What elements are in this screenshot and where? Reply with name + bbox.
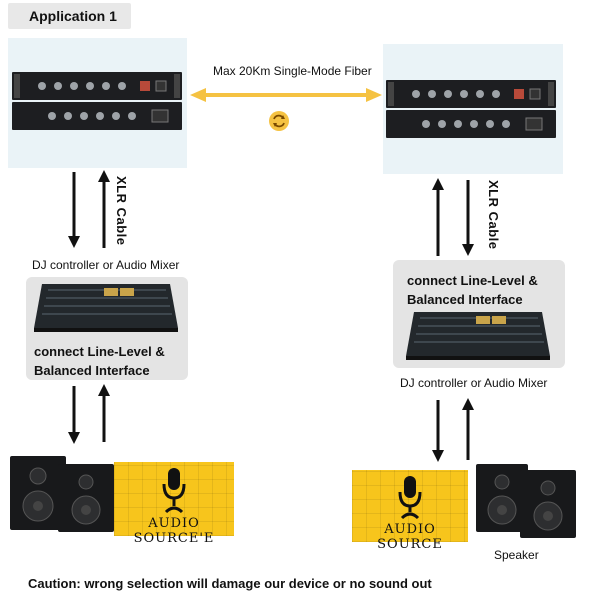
left-xlr-cable-label: XLR Cable: [114, 176, 129, 246]
left-speaker-arrows: [68, 384, 110, 444]
right-audio-source-card: AUDIO SOURCE: [352, 470, 468, 552]
microphone-icon: [398, 476, 422, 520]
right-xlr-arrows: [432, 178, 474, 256]
left-audio-source-label: AUDIO SOURCE'E: [133, 516, 215, 546]
left-audio-source-card: AUDIO SOURCE'E: [114, 462, 234, 546]
speaker-label: Speaker: [494, 548, 539, 562]
right-audio-mixer-image: [406, 312, 550, 360]
right-interface-text: connect Line-Level & Balanced Interface: [407, 271, 538, 309]
left-interface-line2: Balanced Interface: [34, 363, 150, 378]
application-title: Application 1: [8, 3, 131, 29]
caution-text: Caution: wrong selection will damage our…: [28, 576, 432, 591]
right-fiber-converter-units: [386, 80, 556, 138]
fiber-link-label: Max 20Km Single-Mode Fiber: [213, 64, 372, 78]
right-speaker-arrows: [432, 398, 474, 462]
right-mixer-caption: DJ controller or Audio Mixer: [400, 376, 548, 390]
fiber-double-arrow: [190, 88, 382, 102]
left-audio-mixer-image: [34, 284, 178, 332]
left-mixer-caption: DJ controller or Audio Mixer: [32, 258, 180, 272]
right-interface-line1: connect Line-Level &: [407, 273, 538, 288]
left-interface-line1: connect Line-Level &: [34, 344, 165, 359]
right-speakers-image: [476, 464, 576, 538]
right-device-panel: [383, 44, 563, 174]
right-interface-line2: Balanced Interface: [407, 292, 523, 307]
sync-arrows-icon: [269, 111, 289, 131]
left-fiber-converter-units: [12, 72, 182, 130]
right-audio-source-label: AUDIO SOURCE: [377, 522, 443, 552]
microphone-icon: [162, 468, 186, 514]
left-speakers-image: [10, 456, 114, 532]
left-interface-text: connect Line-Level & Balanced Interface: [34, 342, 165, 380]
left-xlr-arrows: [68, 170, 110, 248]
right-xlr-cable-label: XLR Cable: [486, 180, 501, 250]
